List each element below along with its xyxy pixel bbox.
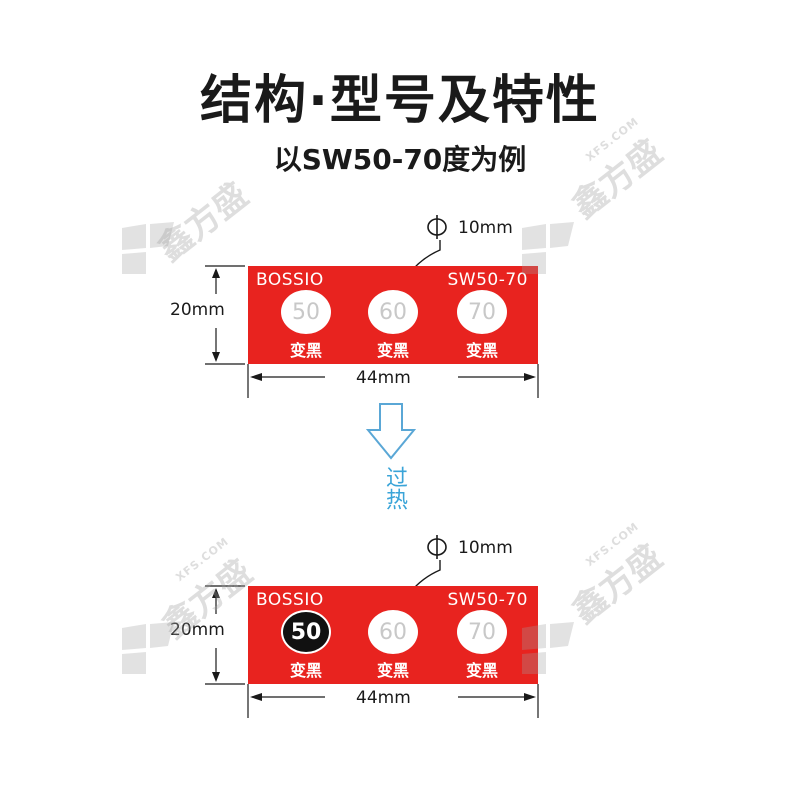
height-label: 20mm xyxy=(170,300,225,320)
temperature-dot: 70 变黑 xyxy=(451,610,513,680)
down-arrow-icon xyxy=(366,403,416,460)
label-after-panel: 10mm 20mm 44mm BOSSIO SW50-70 50 变黑 60 变… xyxy=(0,530,800,718)
temperature-dot: 50 变黑 xyxy=(275,290,337,360)
dot-caption: 变黑 xyxy=(289,341,322,360)
indicator-label-card: BOSSIO SW50-70 50 变黑 60 变黑 70 变黑 xyxy=(248,586,538,684)
width-label: 44mm xyxy=(356,688,411,708)
dot-value: 70 xyxy=(457,290,507,334)
watermark-logo-icon xyxy=(522,222,574,274)
label-before-panel: 10mm 20mm 44mm BOSSIO SW50-70 50 变黑 60 变… xyxy=(0,210,800,398)
dot-caption: 变黑 xyxy=(289,661,322,680)
model-text: SW50-70 xyxy=(447,270,528,290)
diameter-label: 10mm xyxy=(458,218,513,238)
dot-value: 50 xyxy=(281,610,331,654)
page-title: 结构·型号及特性 xyxy=(200,71,600,131)
temperature-dot: 60 变黑 xyxy=(362,290,424,360)
page-subtitle: 以SW50-70度为例 xyxy=(273,143,527,176)
dot-caption: 变黑 xyxy=(376,341,409,360)
temperature-dot: 70 变黑 xyxy=(451,290,513,360)
watermark-logo-icon xyxy=(122,222,174,274)
dot-value: 60 xyxy=(368,290,418,334)
diameter-symbol-icon xyxy=(427,215,447,239)
watermark-logo-icon xyxy=(522,622,574,674)
dot-caption: 变黑 xyxy=(465,661,498,680)
width-label: 44mm xyxy=(356,368,411,388)
dot-caption: 变黑 xyxy=(376,661,409,680)
process-label: 过热 xyxy=(382,466,407,510)
height-label: 20mm xyxy=(170,620,225,640)
dot-value: 60 xyxy=(368,610,418,654)
temperature-dot: 60 变黑 xyxy=(362,610,424,680)
dot-value: 70 xyxy=(457,610,507,654)
indicator-label-card: BOSSIO SW50-70 50 变黑 60 变黑 70 变黑 xyxy=(248,266,538,364)
dot-value: 50 xyxy=(281,290,331,334)
watermark-logo-icon xyxy=(122,622,174,674)
model-text: SW50-70 xyxy=(447,590,528,610)
brand-text: BOSSIO xyxy=(256,270,324,290)
diameter-symbol-icon xyxy=(427,535,447,559)
temperature-dot-triggered: 50 变黑 xyxy=(275,610,337,680)
dot-caption: 变黑 xyxy=(465,341,498,360)
diameter-label: 10mm xyxy=(458,538,513,558)
brand-text: BOSSIO xyxy=(256,590,324,610)
